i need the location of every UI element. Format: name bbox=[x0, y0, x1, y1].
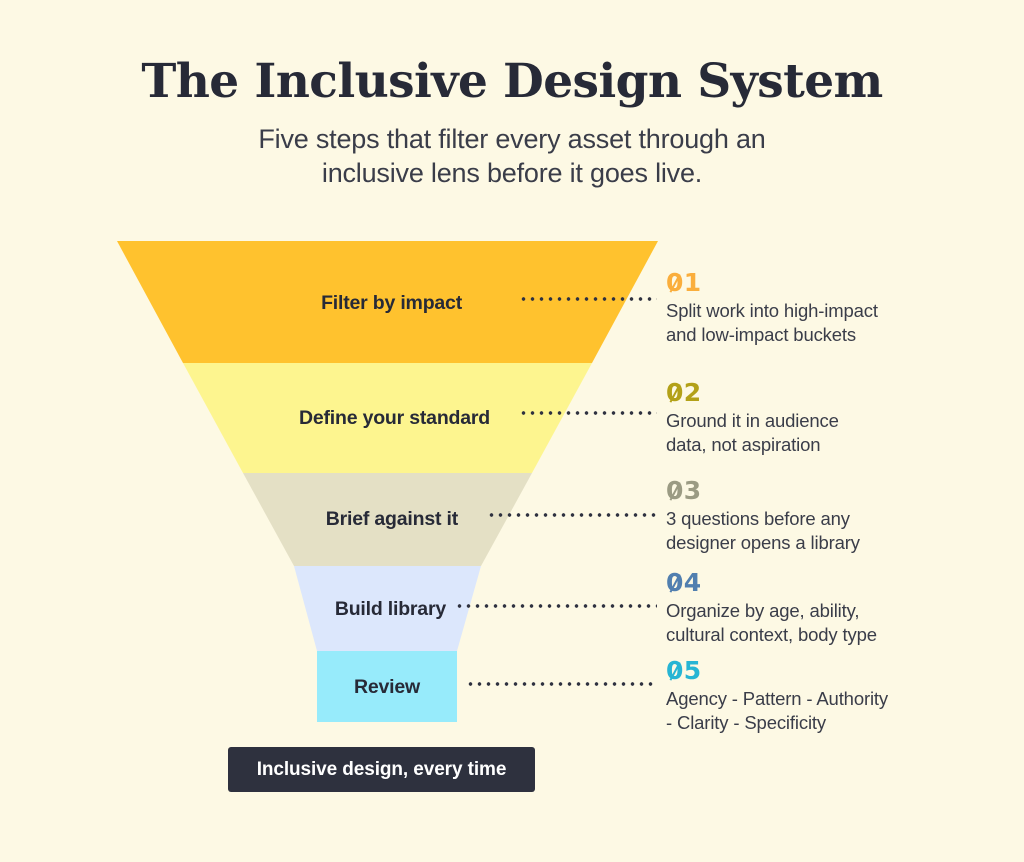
stage-label-build-library: Build library bbox=[334, 598, 446, 620]
page-subtitle: Five steps that filter every asset throu… bbox=[0, 122, 1024, 191]
annotation-02: 02 Ground it in audience data, not aspir… bbox=[666, 380, 966, 457]
stage-label-brief-against-it: Brief against it bbox=[325, 508, 458, 530]
subtitle-line-1: Five steps that filter every asset throu… bbox=[258, 123, 766, 154]
stage-label-filter-by-impact: Filter by impact bbox=[321, 292, 462, 314]
annotation-desc-01-line-2: and low-impact buckets bbox=[666, 323, 857, 345]
annotation-desc-01-line-1: Split work into high-impact bbox=[666, 300, 878, 321]
annotation-desc-04-line-1: Organize by age, ability, bbox=[666, 600, 860, 621]
annotation-number-05: 05 bbox=[666, 658, 966, 683]
annotation-desc-03-line-1: 3 questions before any bbox=[666, 508, 850, 529]
annotation-04: 04 Organize by age, ability, cultural co… bbox=[666, 570, 966, 647]
annotation-number-01: 01 bbox=[666, 270, 966, 295]
annotation-number-04: 04 bbox=[666, 570, 966, 595]
connector-dots-04 bbox=[455, 604, 657, 608]
annotation-desc-02-line-2: data, not aspiration bbox=[666, 433, 821, 455]
annotation-03: 03 3 questions before any designer opens… bbox=[666, 478, 966, 555]
annotation-desc-02-line-1: Ground it in audience bbox=[666, 410, 839, 431]
annotation-desc-05-line-1: Agency - Pattern - Authority bbox=[666, 688, 889, 709]
connector-dots-05 bbox=[466, 682, 657, 686]
annotation-05: 05 Agency - Pattern - Authority - Clarit… bbox=[666, 658, 966, 735]
annotation-number-02: 02 bbox=[666, 380, 966, 405]
annotation-desc-02: Ground it in audience data, not aspirati… bbox=[666, 409, 966, 457]
stage-label-define-your-standard: Define your standard bbox=[298, 407, 490, 429]
connector-dots-03 bbox=[487, 513, 657, 517]
annotation-desc-04: Organize by age, ability, cultural conte… bbox=[666, 599, 966, 647]
footer-badge: Inclusive design, every time bbox=[228, 747, 535, 792]
annotation-number-03: 03 bbox=[666, 478, 966, 503]
annotation-desc-04-line-2: cultural context, body type bbox=[666, 623, 877, 645]
header: The Inclusive Design System Five steps t… bbox=[0, 56, 1024, 191]
annotation-desc-03-line-2: designer opens a library bbox=[666, 531, 860, 553]
subtitle-line-2: inclusive lens before it goes live. bbox=[321, 158, 703, 189]
connector-dots-01 bbox=[519, 297, 657, 301]
annotation-desc-01: Split work into high-impact and low-impa… bbox=[666, 299, 966, 347]
page-title: The Inclusive Design System bbox=[141, 54, 883, 109]
connector-dots-02 bbox=[519, 411, 657, 415]
stage-label-review: Review bbox=[353, 676, 420, 698]
footer-badge-label: Inclusive design, every time bbox=[256, 758, 507, 780]
annotation-desc-05-line-2: - Clarity - Specificity bbox=[666, 711, 826, 733]
annotation-01: 01 Split work into high-impact and low-i… bbox=[666, 270, 966, 347]
annotation-desc-03: 3 questions before any designer opens a … bbox=[666, 507, 966, 555]
annotation-desc-05: Agency - Pattern - Authority - Clarity -… bbox=[666, 687, 966, 735]
